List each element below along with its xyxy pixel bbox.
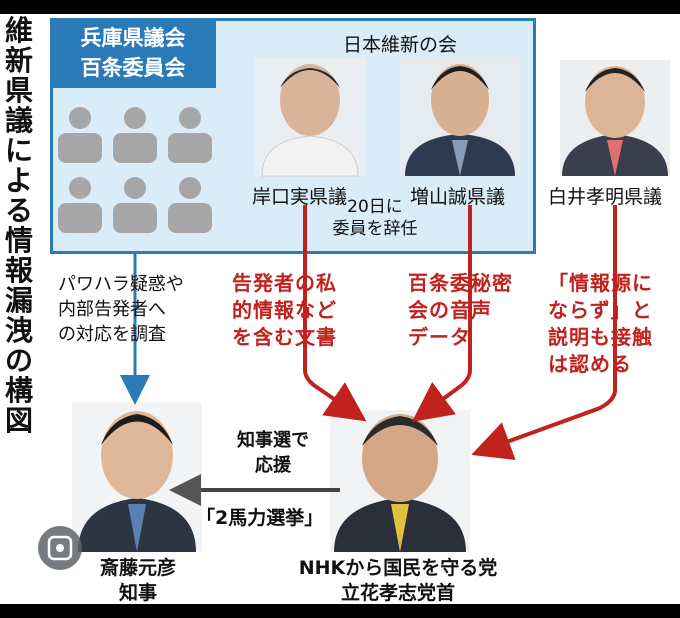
vertical-title-char: 報 [4, 254, 33, 287]
arrow-shirai [471, 205, 617, 460]
arrow-doc [303, 205, 367, 422]
vertical-title-char: 維 [4, 14, 33, 47]
name-masuyama: 増山誠県議 [410, 186, 506, 208]
portrait-masuyama [400, 58, 520, 176]
resign-note-line2: 委員を辞任 [332, 219, 418, 239]
vertical-title: 維新県議による情報漏洩の構図 [2, 16, 36, 436]
vertical-title-char: 新 [4, 44, 33, 77]
member-icon [113, 177, 157, 233]
committee-label-line2: 百条委員会 [80, 56, 186, 80]
vertical-title-char: よ [4, 164, 33, 197]
name-kishiguchi: 岸口実県議 [252, 186, 348, 208]
arrow-audio [411, 205, 472, 422]
vertical-title-char: 議 [4, 104, 33, 137]
vertical-title-char: に [4, 134, 33, 167]
caption-investigate: パワハラ疑惑や 内部告発者へ の対応を調査 [58, 274, 184, 345]
vertical-title-char: の [4, 344, 33, 377]
vertical-title-char: 構 [4, 374, 33, 407]
party-label: 日本維新の会 [342, 34, 457, 56]
name-shirai: 白井孝明県議 [548, 186, 663, 208]
portrait-saito [72, 402, 202, 552]
name-tachibana: NHKから国民を守る党 立花孝志党首 [298, 557, 498, 604]
portrait-tachibana [330, 410, 470, 552]
name-saito: 斎藤元彦 知事 [99, 557, 176, 604]
member-icon [168, 107, 212, 163]
lens-icon[interactable] [38, 526, 82, 570]
vertical-title-char: る [4, 194, 33, 227]
committee-label: 兵庫県議会 百条委員会 [50, 18, 216, 88]
vertical-title-char: 漏 [4, 284, 33, 317]
caption-audio: 百条委秘密 会の音声 データ [408, 271, 513, 349]
caption-support: 知事選で 応援 [237, 430, 309, 476]
caption-duo: 「2馬力選挙」 [196, 507, 324, 529]
top-bar [0, 0, 680, 14]
vertical-title-char: 洩 [4, 314, 33, 347]
portrait-kishiguchi [255, 58, 365, 177]
portrait-shirai [560, 60, 670, 176]
resign-note: 20日に 委員を辞任 [320, 196, 430, 240]
bottom-bar [0, 604, 680, 618]
vertical-title-char: 図 [4, 404, 33, 437]
vertical-title-char: 県 [4, 74, 33, 107]
caption-document: 告発者の私 的情報など を含む文書 [232, 271, 337, 349]
resign-note-line1: 20日に [347, 197, 403, 217]
committee-label-line1: 兵庫県議会 [80, 26, 186, 50]
member-icon [58, 107, 102, 163]
vertical-title-char: 情 [4, 224, 33, 257]
member-icon [168, 177, 212, 233]
caption-shirai: 「情報源に ならず」と 説明も接触 は認める [548, 271, 653, 376]
member-icon [113, 107, 157, 163]
member-icon [58, 177, 102, 233]
